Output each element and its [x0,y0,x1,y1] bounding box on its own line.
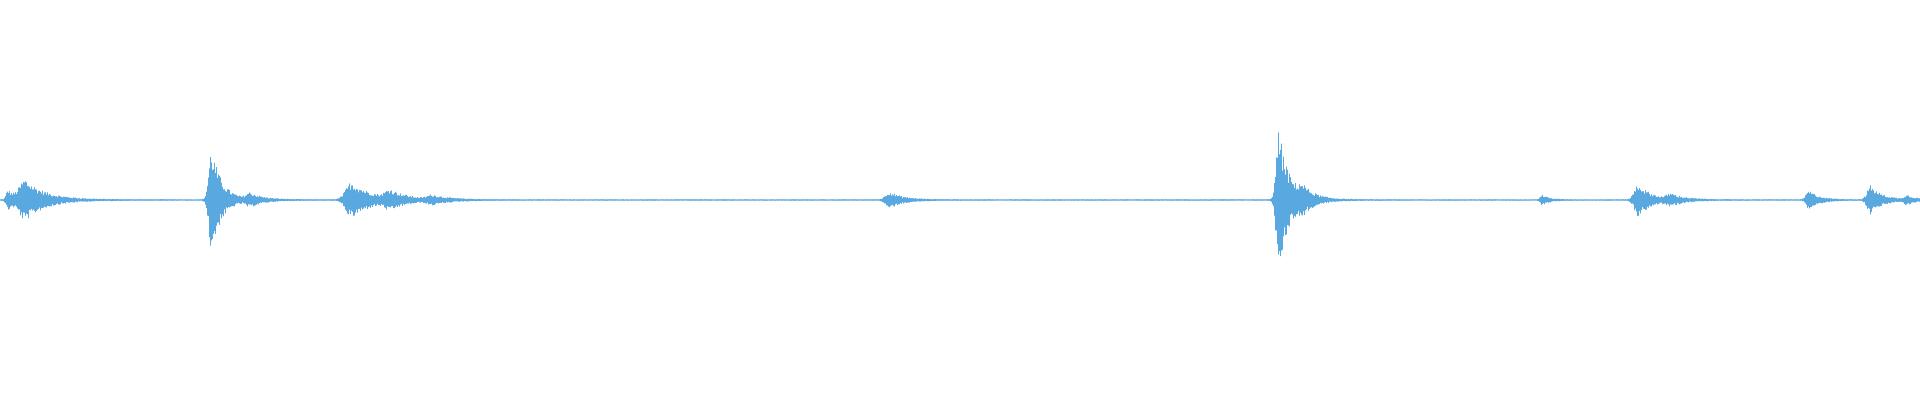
waveform-signal [0,132,1920,257]
